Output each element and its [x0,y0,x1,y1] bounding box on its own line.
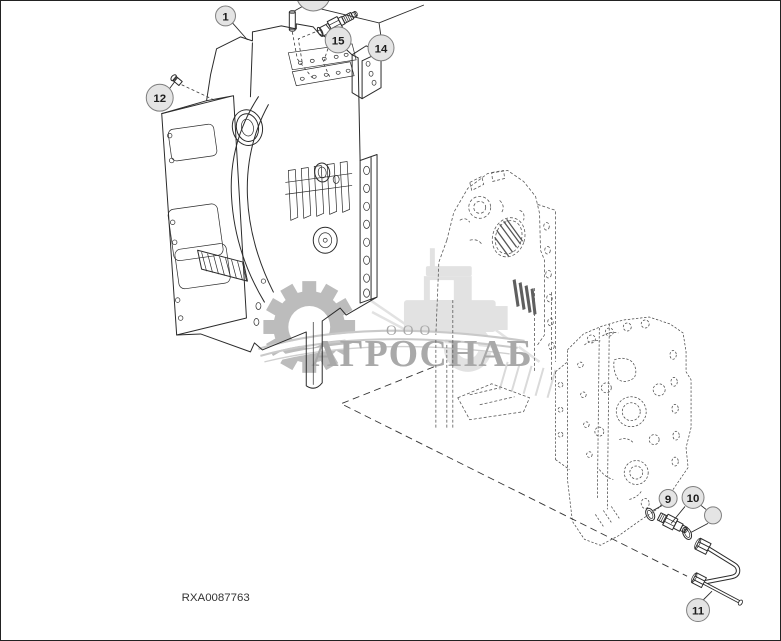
svg-text:12: 12 [153,93,166,105]
ghost-housing-drawing [435,170,556,430]
watermark-org-form: ООО [386,323,436,339]
callout-9[interactable]: 9 [658,488,678,508]
svg-text:14: 14 [375,43,388,55]
main-housing-drawing [161,23,382,389]
callout-14[interactable]: 14 [367,34,395,62]
callout-12[interactable]: 12 [145,83,174,112]
valve-housing-drawing [555,316,692,546]
svg-text:1: 1 [222,11,229,23]
tube-11-part [690,537,743,606]
oring-7-part [682,526,693,540]
callout-11[interactable]: 11 [686,598,710,623]
fitting-10-part [656,512,689,534]
screw-part [170,74,183,87]
svg-text:10: 10 [687,493,700,505]
callout-blank[interactable] [704,506,722,525]
callout-10[interactable]: 10 [681,485,705,509]
oring-9-part [645,507,656,522]
assembly-alignment-dashes [181,29,334,101]
watermark-company-name: АГРОСНАБ [311,333,532,375]
svg-text:15: 15 [332,35,345,47]
callout-top-partial[interactable] [296,1,330,12]
drawing-code: RXA0087763 [182,592,250,604]
dowel-pin-part [288,10,296,32]
watermark: ООО АГРОСНАБ [258,248,557,399]
svg-text:9: 9 [665,494,671,506]
callout-1[interactable]: 1 [215,5,236,27]
construction-line [340,366,688,577]
gear-logo-icon [258,281,525,373]
svg-text:11: 11 [692,606,705,618]
callout-15[interactable]: 15 [324,26,352,54]
